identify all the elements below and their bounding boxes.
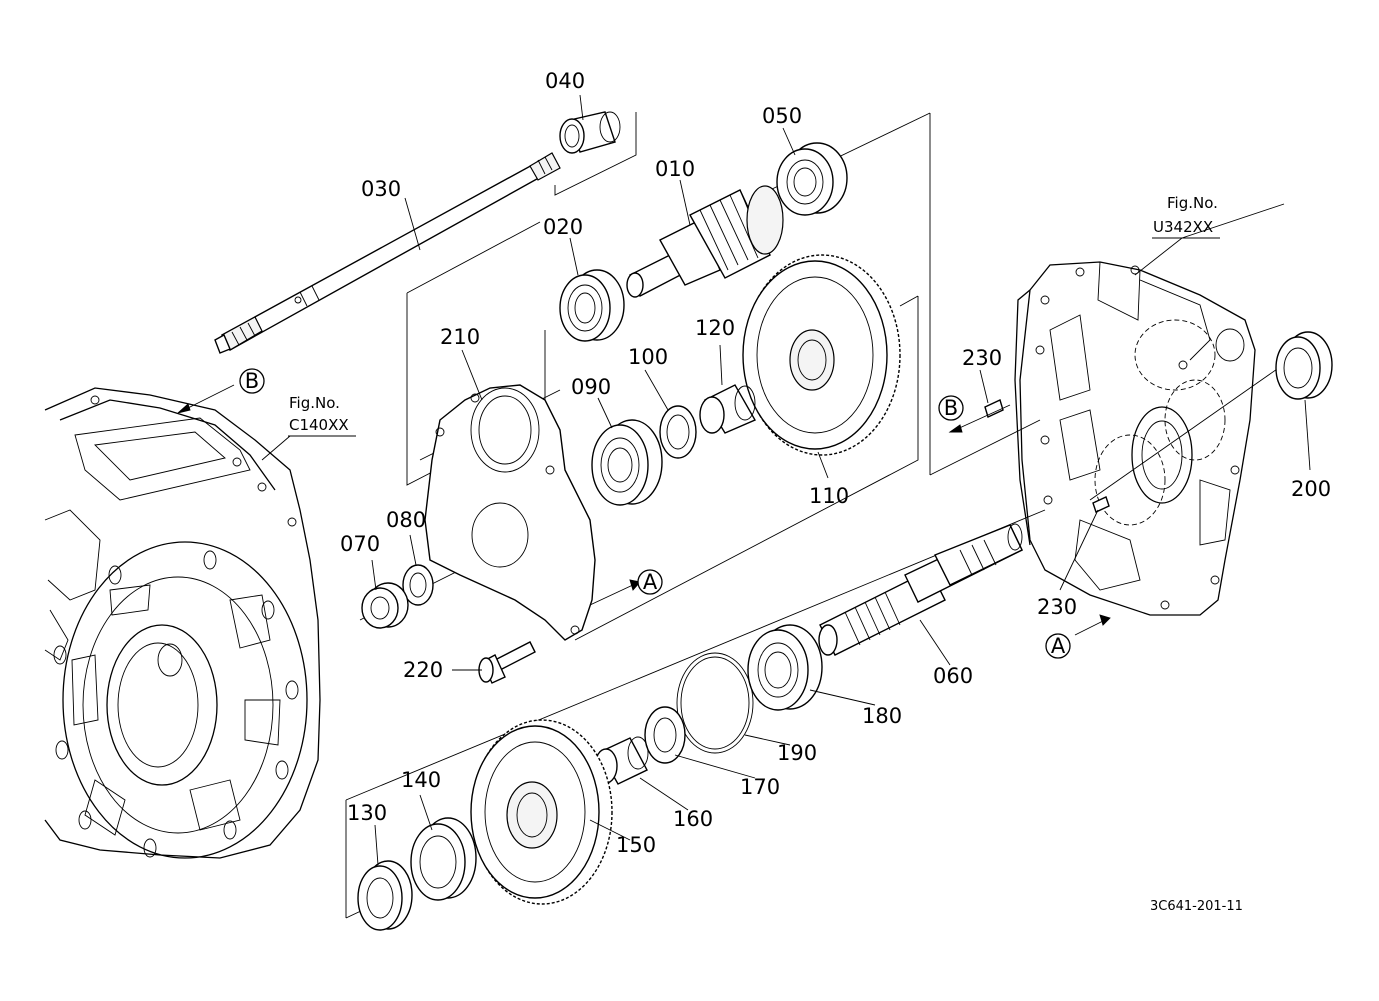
shaft-060 — [818, 523, 1023, 656]
bushing-120 — [699, 384, 756, 434]
label-030[interactable]: 030 — [361, 177, 401, 201]
svg-text:B: B — [245, 369, 259, 393]
label-010[interactable]: 010 — [655, 157, 695, 181]
fig-ref-u342xx[interactable]: Fig.No. U342XX — [1153, 194, 1218, 236]
label-220[interactable]: 220 — [403, 658, 443, 682]
connector-arrows — [177, 384, 1111, 636]
snap-ring-190 — [676, 652, 754, 754]
label-120[interactable]: 120 — [695, 316, 735, 340]
bushing-040 — [559, 111, 621, 154]
label-100[interactable]: 100 — [628, 345, 668, 369]
fig-ref-c140xx[interactable]: Fig.No. C140XX — [289, 394, 349, 434]
label-160[interactable]: 160 — [673, 807, 713, 831]
label-190[interactable]: 190 — [777, 741, 817, 765]
washer-080 — [402, 564, 434, 606]
label-130[interactable]: 130 — [347, 801, 387, 825]
connector-a-center: A — [637, 569, 663, 595]
leader-lines — [261, 94, 1311, 866]
bearing-020 — [559, 269, 625, 342]
label-180[interactable]: 180 — [862, 704, 902, 728]
pin-230-upper — [984, 399, 1004, 418]
part-labels: 040 050 030 010 020 210 120 100 090 230 … — [340, 69, 1331, 857]
label-070[interactable]: 070 — [340, 532, 380, 556]
pinion-gear-010 — [626, 185, 784, 298]
bolt-220 — [478, 641, 536, 684]
pin-230-lower — [1092, 496, 1110, 513]
shaft-030 — [214, 152, 561, 354]
label-110[interactable]: 110 — [809, 484, 849, 508]
bearing-140 — [410, 817, 477, 901]
label-210[interactable]: 210 — [440, 325, 480, 349]
label-080[interactable]: 080 — [386, 508, 426, 532]
svg-text:U342XX: U342XX — [1153, 218, 1213, 236]
left-transmission-case — [44, 387, 321, 859]
oil-seal-070 — [361, 582, 409, 629]
svg-text:A: A — [643, 570, 658, 594]
washer-100 — [659, 405, 697, 459]
svg-text:Fig.No.: Fig.No. — [1167, 194, 1218, 212]
label-150[interactable]: 150 — [616, 833, 656, 857]
drawing-code: 3C641-201-11 — [1150, 899, 1243, 914]
label-040[interactable]: 040 — [545, 69, 585, 93]
label-140[interactable]: 140 — [401, 768, 441, 792]
label-200[interactable]: 200 — [1291, 477, 1331, 501]
label-050[interactable]: 050 — [762, 104, 802, 128]
connector-a-right: A — [1045, 633, 1071, 659]
svg-text:B: B — [944, 396, 958, 420]
label-090[interactable]: 090 — [571, 375, 611, 399]
label-020[interactable]: 020 — [543, 215, 583, 239]
gear-150 — [470, 719, 613, 905]
connector-b-left: B — [239, 368, 265, 394]
bearing-090 — [591, 419, 663, 506]
washer-170 — [644, 706, 686, 764]
label-170[interactable]: 170 — [740, 775, 780, 799]
oil-seal-200 — [1275, 331, 1333, 400]
connector-b-right: B — [938, 395, 964, 421]
bracket-210 — [424, 384, 596, 641]
svg-text:C140XX: C140XX — [289, 416, 349, 434]
label-230-lower[interactable]: 230 — [1037, 595, 1077, 619]
needle-bearing-130 — [357, 860, 413, 931]
label-230-upper[interactable]: 230 — [962, 346, 1002, 370]
bearing-050 — [776, 142, 848, 216]
bearing-180 — [747, 624, 823, 711]
svg-text:A: A — [1051, 634, 1066, 658]
right-transmission-case — [1014, 261, 1256, 616]
svg-text:Fig.No.: Fig.No. — [289, 394, 340, 412]
label-060[interactable]: 060 — [933, 664, 973, 688]
gear-110 — [742, 254, 901, 456]
